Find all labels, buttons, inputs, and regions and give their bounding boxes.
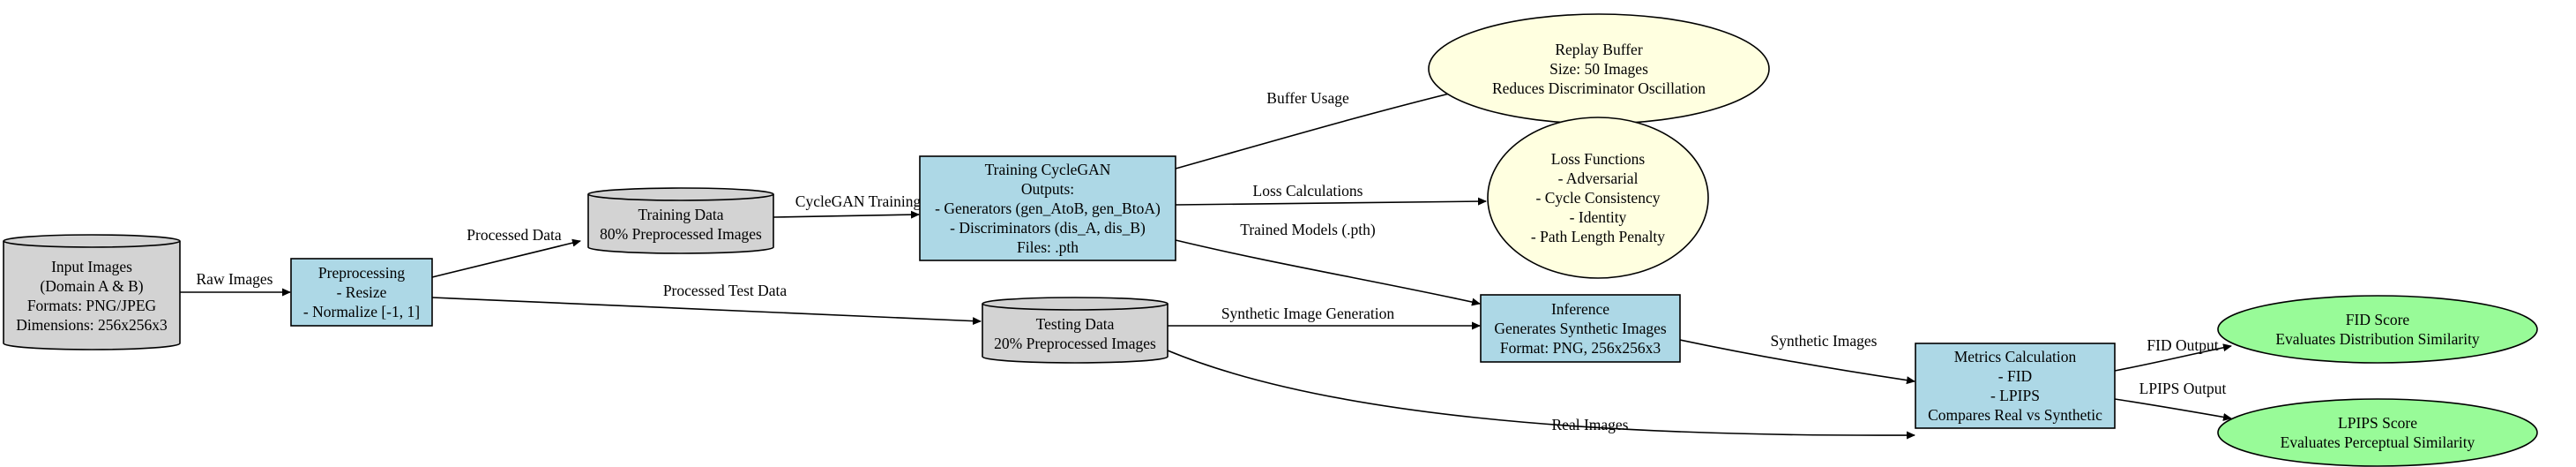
node-text-line: Inference <box>1551 300 1609 318</box>
node-text-line: Training CycleGAN <box>985 161 1111 178</box>
cylinder-rim <box>587 193 774 201</box>
edge-label: Synthetic Images <box>1770 332 1877 350</box>
node-text-line: Format: PNG, 256x256x3 <box>1500 339 1661 357</box>
node-text-line: (Domain A & B) <box>40 277 143 295</box>
edge-testing_data-to-metrics: Real Images <box>1167 350 1915 440</box>
edge-arrow <box>2114 398 2232 421</box>
edge-arrow <box>1175 87 1468 169</box>
node-text-line: - Cycle Consistency <box>1536 189 1661 207</box>
edge-metrics-to-lpips: LPIPS Output <box>2114 380 2232 421</box>
node-text-line: LPIPS Score <box>2338 414 2417 432</box>
node-text-line: - FID <box>1998 367 2032 385</box>
edge-arrow <box>1167 350 1915 440</box>
node-text-line: Compares Real vs Synthetic <box>1928 406 2102 424</box>
node-training-data: Training Data 80% Preprocessed Images <box>587 187 774 254</box>
node-text-line: Evaluates Perceptual Similarity <box>2281 433 2475 451</box>
edge-training-to-inference: Trained Models (.pth) <box>1175 221 1481 306</box>
edge-label: Buffer Usage <box>1266 89 1349 107</box>
edge-label: Real Images <box>1552 416 1629 433</box>
node-text-line: Replay Buffer <box>1555 41 1642 58</box>
edge-label: FID Output <box>2147 336 2218 354</box>
node-text-line: Testing Data <box>1036 315 1115 333</box>
node-text-line: Loss Functions <box>1551 150 1646 168</box>
node-text-line: - LPIPS <box>1990 387 2040 404</box>
ellipse-shape <box>2217 295 2538 364</box>
edge-label: LPIPS Output <box>2139 380 2227 397</box>
edge-label: Raw Images <box>197 270 273 288</box>
node-loss-functions: Loss Functions- Adversarial - Cycle Consi… <box>1487 117 1709 279</box>
edge-testing_data-to-inference: Synthetic Image Generation <box>1168 305 1481 330</box>
node-text-line: - Resize <box>337 283 387 301</box>
cylinder-body <box>982 297 1169 364</box>
edge-label: Loss Calculations <box>1253 182 1363 200</box>
edge-label: CycleGAN Training <box>795 192 922 210</box>
edge-label: Trained Models (.pth) <box>1240 221 1376 238</box>
node-text-line: Outputs: <box>1021 180 1074 198</box>
edge-label: Synthetic Image Generation <box>1221 305 1395 322</box>
node-text-line: - Identity <box>1570 208 1627 226</box>
edge-arrow <box>431 238 581 278</box>
node-text-line: Metrics Calculation <box>1954 348 2077 365</box>
cylinder-body <box>3 234 181 350</box>
node-preprocessing: Preprocessing- Resize - Normalize [-1, 1] <box>290 258 433 327</box>
edge-arrow <box>431 297 982 326</box>
node-text-line: Dimensions: 256x256x3 <box>16 316 168 334</box>
node-text-line: Size: 50 Images <box>1549 60 1648 78</box>
edge-arrow <box>1175 239 1481 306</box>
process-box <box>290 258 433 327</box>
node-text-line: FID Score <box>2346 311 2410 328</box>
cylinder-rim <box>982 303 1169 311</box>
edge-arrow <box>1679 339 1915 385</box>
edge-preprocessing-to-training_data: Processed Data <box>431 226 581 278</box>
cylinder-rim <box>3 240 181 248</box>
edge-input-to-preprocessing: Raw Images <box>180 270 291 297</box>
ellipse-shape <box>2217 398 2538 467</box>
node-text-line: 20% Preprocessed Images <box>994 335 1156 352</box>
edge-arrow <box>773 210 920 219</box>
process-box <box>919 155 1176 261</box>
node-text-line: Reduces Discriminator Oscillation <box>1492 79 1706 97</box>
node-metrics: Metrics Calculation - FID - LPIPS Compares … <box>1915 343 2116 429</box>
node-text-line: - Adversarial <box>1558 169 1639 187</box>
node-text-line: Preprocessing <box>318 264 405 282</box>
edge-arrow <box>1175 197 1487 206</box>
node-text-line: 80% Preprocessed Images <box>600 225 762 243</box>
edge-label: Processed Test Data <box>663 282 788 299</box>
node-text-line: Input Images <box>51 258 132 275</box>
nodes-layer: Input Images (Domain A & B) Formats: PNG/J… <box>3 13 2538 467</box>
ellipse-shape <box>1487 117 1709 279</box>
node-testing-data: Testing Data 20% Preprocessed Images <box>982 297 1169 364</box>
process-box <box>1480 294 1681 363</box>
edge-arrow <box>2114 343 2232 372</box>
edge-training_data-to-training: CycleGAN Training <box>773 192 922 219</box>
node-training: Training CycleGAN Outputs: - Generators (g… <box>919 155 1176 261</box>
edge-training-to-loss_functions: Loss Calculations <box>1175 182 1487 206</box>
process-box <box>1915 343 2116 429</box>
edge-training-to-replay_buffer: Buffer Usage <box>1175 87 1468 169</box>
node-text-line: - Path Length Penalty <box>1531 228 1665 245</box>
node-text-line: Formats: PNG/JPEG <box>27 297 157 314</box>
node-text-line: Training Data <box>638 206 723 223</box>
node-text-line: Files: .pth <box>1017 238 1079 256</box>
edge-inference-to-metrics: Synthetic Images <box>1679 332 1915 385</box>
edge-metrics-to-fid: FID Output <box>2114 336 2232 372</box>
node-input: Input Images (Domain A & B) Formats: PNG/J… <box>3 234 181 350</box>
node-text-line: - Generators (gen_AtoB, gen_BtoA) <box>935 200 1161 217</box>
edge-label: Processed Data <box>467 226 562 244</box>
cylinder-body <box>587 187 774 254</box>
node-text-line: - Normalize [-1, 1] <box>303 303 420 320</box>
edge-preprocessing-to-testing_data: Processed Test Data <box>431 282 982 326</box>
node-text-line: Generates Synthetic Images <box>1494 320 1667 337</box>
node-text-line: - Discriminators (dis_A, dis_B) <box>950 219 1146 237</box>
node-text-line: Evaluates Distribution Similarity <box>2275 330 2480 348</box>
